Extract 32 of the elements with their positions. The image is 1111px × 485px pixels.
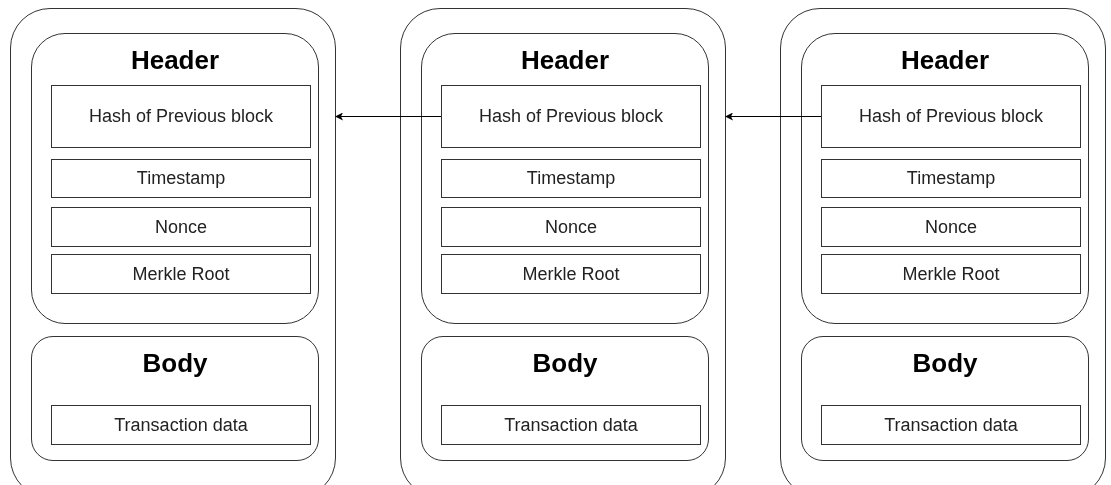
field-box: Transaction data <box>51 405 311 445</box>
field-box: Merkle Root <box>821 254 1081 294</box>
section-title: Header <box>900 44 990 76</box>
field-box: Transaction data <box>821 405 1081 445</box>
field-box: Hash of Previous block <box>51 85 311 148</box>
field-box: Timestamp <box>821 159 1081 198</box>
section-title: Body <box>142 347 208 379</box>
section-panel <box>421 33 709 324</box>
field-box: Transaction data <box>441 405 701 445</box>
field-box: Timestamp <box>441 159 701 198</box>
block-outline <box>780 8 1106 485</box>
arrow <box>335 112 442 121</box>
block-outline <box>400 8 726 485</box>
arrow <box>725 112 822 121</box>
section-title: Header <box>130 44 220 76</box>
section-title: Header <box>520 44 610 76</box>
section-panel <box>31 336 319 461</box>
field-box: Hash of Previous block <box>441 85 701 148</box>
section-panel <box>421 336 709 461</box>
field-box: Nonce <box>51 207 311 247</box>
section-title: Body <box>912 347 978 379</box>
field-box: Merkle Root <box>51 254 311 294</box>
section-title: Body <box>532 347 598 379</box>
section-panel <box>31 33 319 324</box>
field-box: Merkle Root <box>441 254 701 294</box>
field-box: Hash of Previous block <box>821 85 1081 148</box>
field-box: Timestamp <box>51 159 311 198</box>
field-box: Nonce <box>441 207 701 247</box>
section-panel <box>801 33 1089 324</box>
field-box: Nonce <box>821 207 1081 247</box>
block-outline <box>10 8 336 485</box>
section-panel <box>801 336 1089 461</box>
